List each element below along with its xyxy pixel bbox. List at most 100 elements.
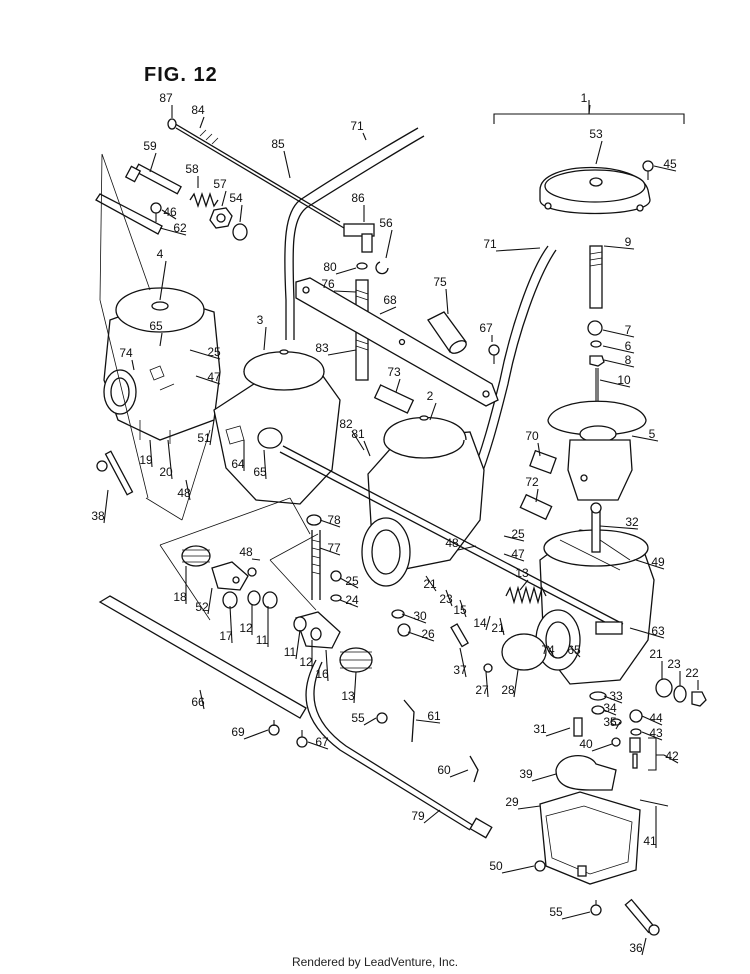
leader-line-c85 — [283, 150, 291, 179]
leader-line-c65c — [569, 645, 581, 658]
washer-33 — [589, 691, 607, 701]
callout-c48c: 48 — [239, 545, 253, 559]
top-cap-53 — [539, 166, 651, 215]
callout-c15: 15 — [453, 603, 467, 617]
callout-c21a: 21 — [423, 577, 437, 591]
screw-37 — [450, 623, 469, 648]
spring-13-lower — [339, 647, 373, 673]
plug-26 — [397, 623, 411, 637]
callout-c60: 60 — [437, 763, 451, 777]
callout-c83: 83 — [315, 341, 329, 355]
leader-line-c53 — [595, 140, 603, 165]
spring-13-upper — [505, 585, 547, 605]
tee-fitting-86 — [343, 223, 375, 253]
bolt-63 — [595, 621, 623, 635]
leader-line-c15 — [459, 599, 467, 618]
callout-c72: 72 — [525, 475, 539, 489]
leader-line-c48b — [457, 545, 477, 551]
screw-25-mid — [330, 570, 342, 582]
callout-c44: 44 — [649, 711, 663, 725]
leader-line-c56 — [385, 229, 393, 259]
callout-c35: 35 — [603, 715, 617, 729]
leader-line-c46 — [161, 209, 177, 220]
leader-line-c7 — [602, 329, 635, 338]
hose-75 — [427, 311, 467, 354]
leader-line-c47b — [503, 553, 525, 562]
callout-c21b: 21 — [491, 621, 505, 635]
callout-c50: 50 — [489, 859, 503, 873]
vent-hose-71-right — [469, 245, 557, 485]
leader-line-c34 — [603, 709, 617, 716]
callout-c40: 40 — [579, 737, 593, 751]
leader-line-c79 — [423, 809, 441, 824]
leader-line-c10 — [599, 379, 631, 388]
leader-line-c63 — [629, 627, 665, 639]
leader-line-c40 — [591, 743, 613, 752]
screw-55-lower — [376, 712, 388, 724]
leader-line-c71a — [362, 132, 367, 141]
callout-c4: 4 — [157, 247, 164, 261]
leader-line-c8 — [603, 359, 635, 368]
leader-line-c11b — [295, 629, 301, 660]
leader-line-c65a — [159, 332, 163, 347]
callout-c53: 53 — [589, 127, 603, 141]
leader-line-c39 — [531, 773, 557, 782]
bracket-60 — [469, 755, 479, 783]
screw-45 — [642, 160, 654, 180]
callout-c1: 1 — [581, 91, 588, 105]
leader-line-c44 — [641, 715, 663, 726]
leader-line-c36 — [641, 937, 647, 956]
clip-80 — [356, 262, 368, 270]
callout-c20: 20 — [159, 465, 173, 479]
callout-c13b: 13 — [341, 689, 355, 703]
leader-line-c55a — [363, 717, 377, 726]
leader-line-c21b — [499, 617, 505, 636]
spring-58 — [189, 191, 219, 209]
callout-c70: 70 — [525, 429, 539, 443]
callout-c80: 80 — [323, 260, 337, 274]
leader-line-c1 — [588, 104, 591, 115]
screw-48-mid — [247, 567, 257, 577]
leader-line-c60 — [449, 769, 469, 778]
callout-c6: 6 — [625, 339, 632, 353]
nut-11a — [262, 591, 278, 609]
leader-line-c82 — [351, 430, 365, 451]
callout-c65b: 65 — [253, 465, 267, 479]
diaphragm-5 — [547, 400, 647, 501]
callout-c26: 26 — [421, 627, 435, 641]
leader-line-c14 — [485, 615, 491, 631]
callout-c87: 87 — [159, 91, 173, 105]
leader-line-c32 — [599, 525, 639, 530]
leader-line-c76 — [333, 290, 357, 293]
leader-line-c65b — [263, 449, 267, 480]
seal-35 — [610, 718, 622, 726]
leader-line-c72 — [535, 488, 539, 503]
float-39 — [555, 755, 617, 791]
callout-c17: 17 — [219, 629, 233, 643]
float-bowl-29 — [539, 791, 641, 885]
callout-c30: 30 — [413, 609, 427, 623]
sleeve-70 — [529, 449, 557, 475]
choke-cable-79 — [305, 659, 493, 839]
washer-23 — [673, 685, 687, 703]
spring-9 — [589, 245, 603, 309]
callout-c76: 76 — [321, 277, 335, 291]
washer-12a — [247, 590, 261, 606]
leader-line-c13b — [353, 671, 357, 704]
callout-c21c: 21 — [649, 647, 663, 661]
callout-c3: 3 — [257, 313, 264, 327]
callout-c22: 22 — [685, 666, 699, 680]
callout-c47b: 47 — [511, 547, 525, 561]
callout-c2: 2 — [427, 389, 434, 403]
screw-50 — [534, 860, 546, 872]
leader-line-c57 — [221, 190, 227, 207]
callout-c75: 75 — [433, 275, 447, 289]
callout-c28: 28 — [501, 683, 515, 697]
leader-line-c55b — [561, 911, 591, 920]
callout-c74a: 74 — [119, 346, 133, 360]
callout-c25c: 25 — [345, 574, 359, 588]
callout-c48a: 48 — [177, 486, 191, 500]
callout-c78: 78 — [327, 513, 341, 527]
